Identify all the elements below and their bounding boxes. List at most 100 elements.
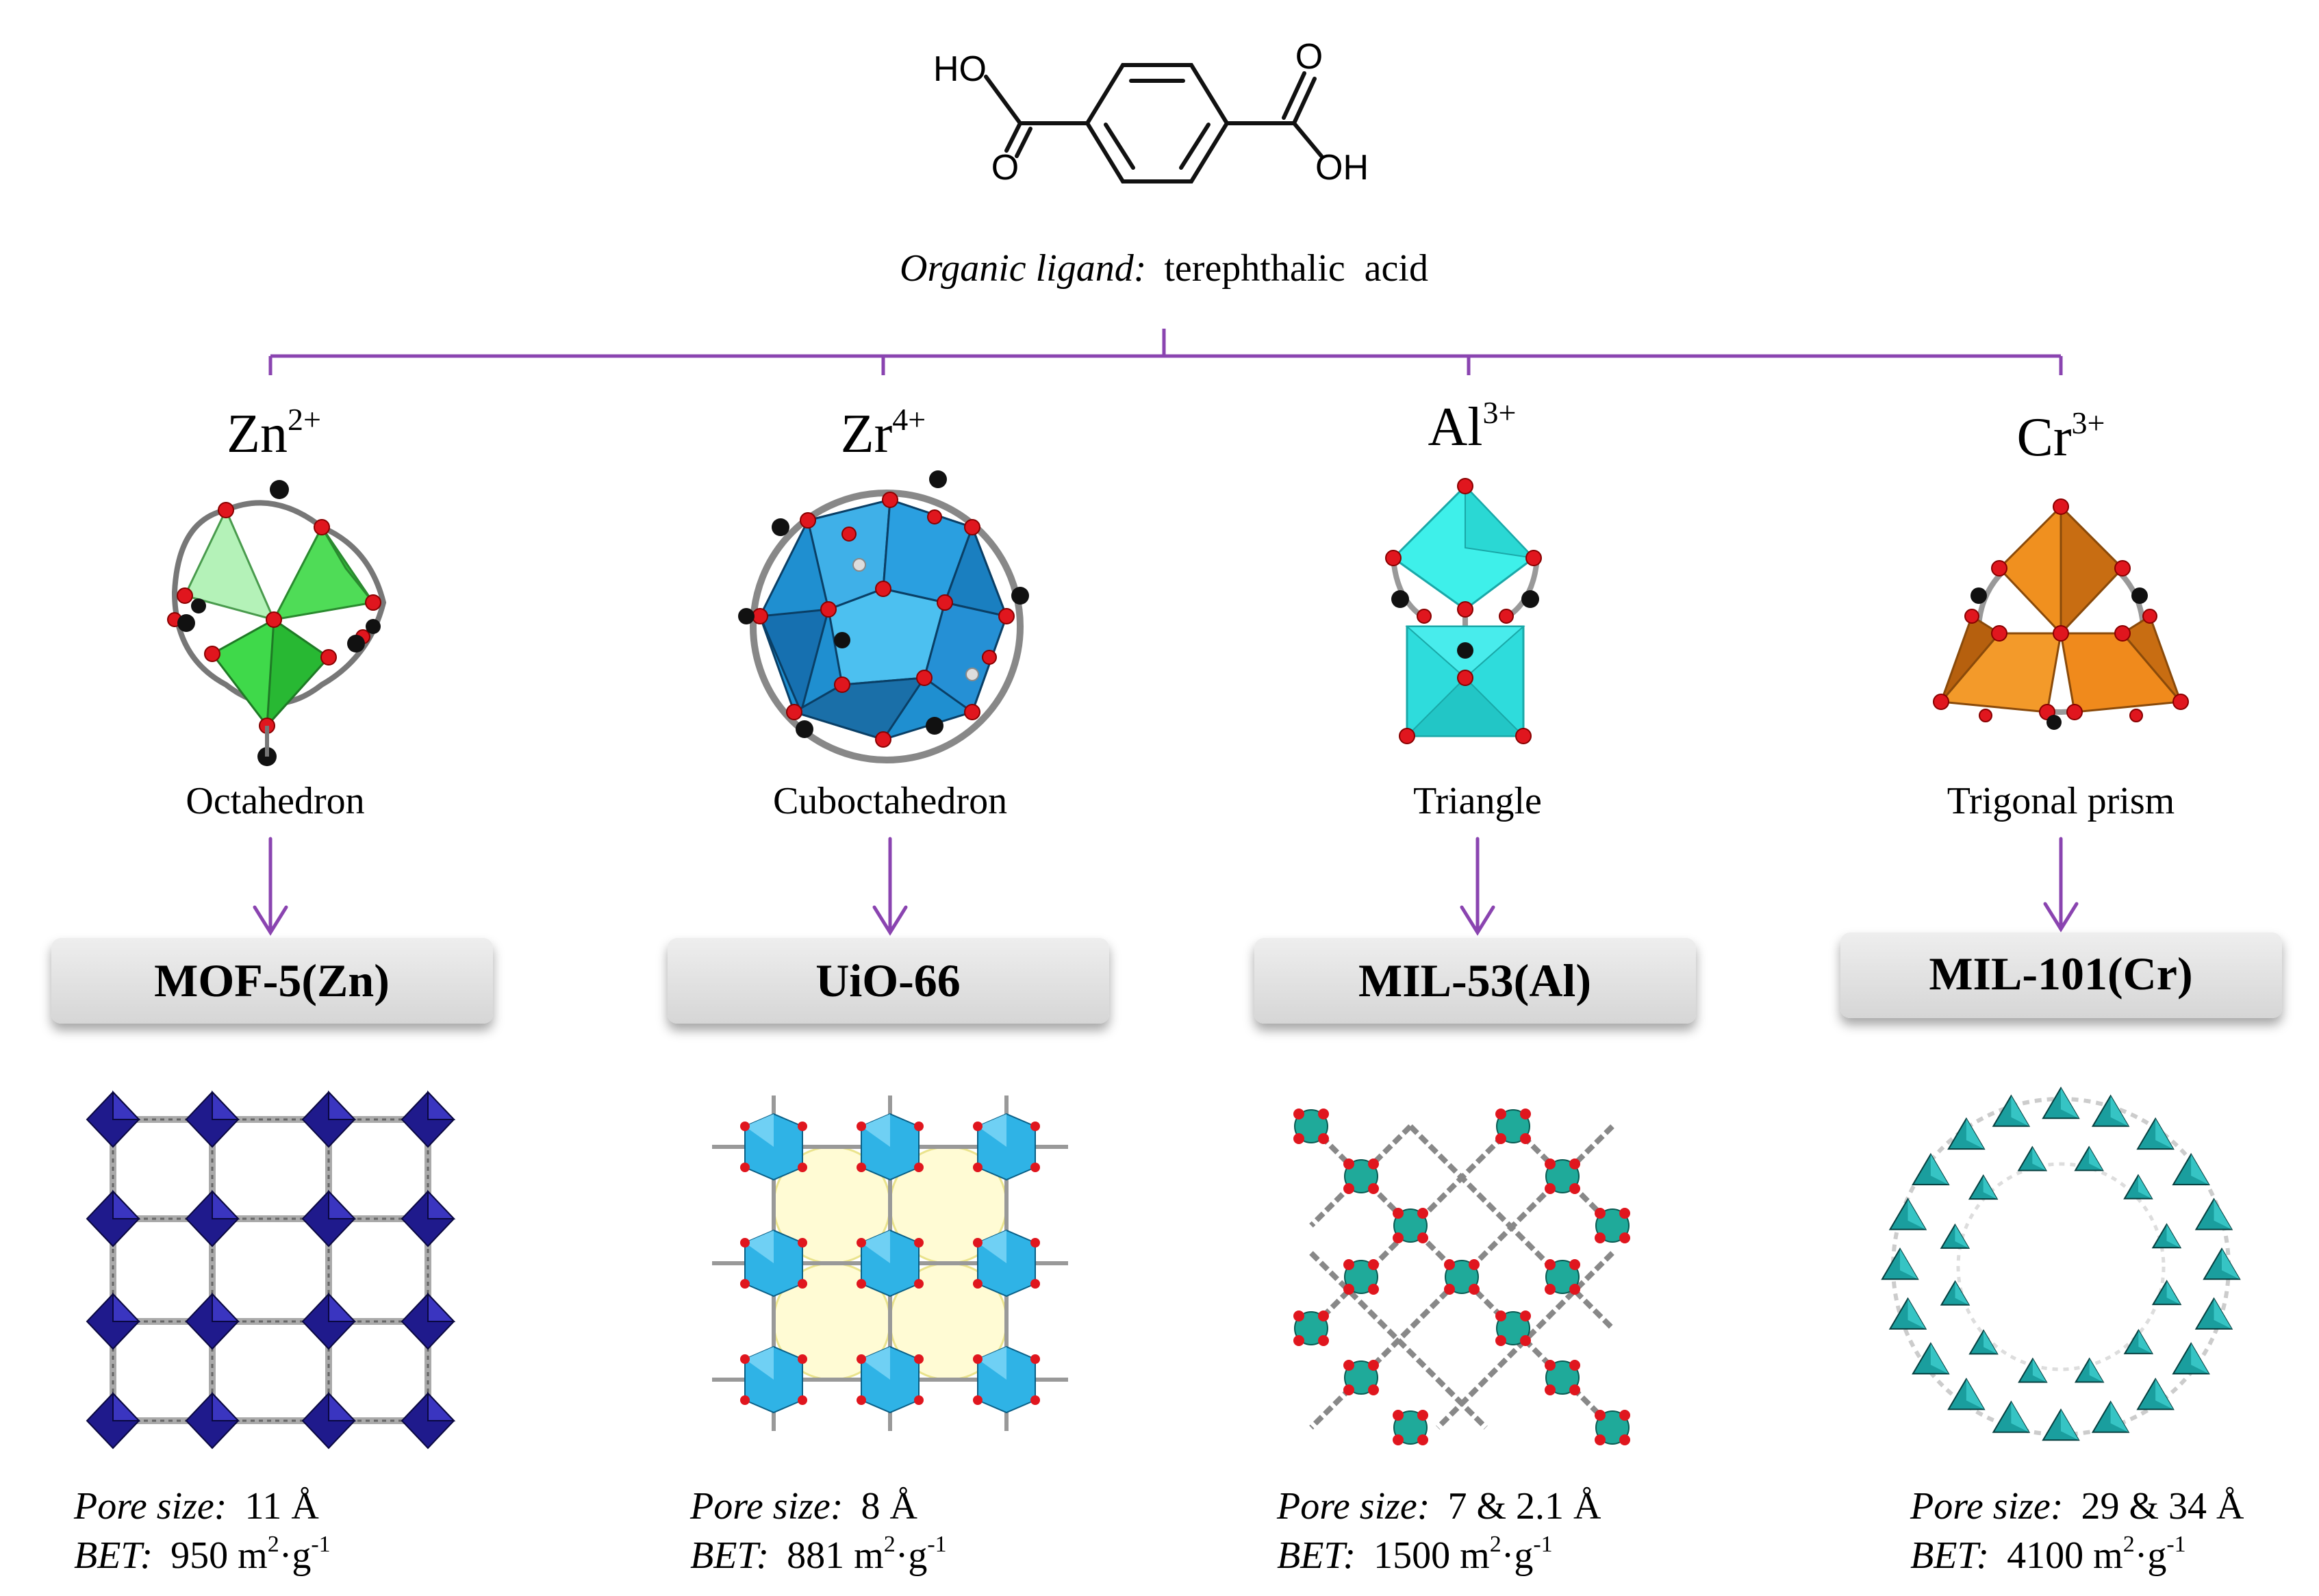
mof5-node-face [112, 1189, 141, 1219]
mil53-oxygen [1469, 1284, 1480, 1295]
uio66-oxygen [973, 1122, 983, 1131]
mil53-node [1393, 1208, 1428, 1243]
mof5-node-face [328, 1189, 357, 1219]
mil101-node-face [2166, 1281, 2181, 1305]
properties-mil101: Pore size: 29 & 34 Å BET: 4100 m2·g-1 [1910, 1485, 2244, 1577]
mil101-node-face [2011, 1095, 2029, 1126]
uio66-node-face [745, 1114, 774, 1147]
mil101-node-face [1900, 1249, 1918, 1280]
sbu-cuboctahedron-zr [738, 470, 1029, 763]
mil53-oxygen [1343, 1360, 1354, 1371]
mof5-node-face [212, 1391, 240, 1421]
uio66-oxygen [857, 1163, 866, 1172]
mil53-oxygen [1318, 1335, 1329, 1346]
mof5-node-face [427, 1391, 456, 1421]
mil53-oxygen [1569, 1360, 1580, 1371]
mil53-oxygen [1393, 1232, 1404, 1243]
sbu-trigonal-prism-cr [1933, 498, 2189, 730]
mil53-oxygen [1343, 1284, 1354, 1295]
mof5-node-face [427, 1189, 456, 1219]
uio66-oxygen [857, 1122, 866, 1131]
mil101-node-face [1955, 1281, 1969, 1305]
uio66-oxygen [1030, 1395, 1040, 1405]
uio66-oxygen [798, 1122, 807, 1131]
mil53-node [1344, 1159, 1378, 1193]
mil53-oxygen [1393, 1208, 1404, 1219]
mil53-oxygen [1520, 1310, 1531, 1321]
atom-oh-label: OH [1315, 148, 1369, 188]
uio66-oxygen [857, 1395, 866, 1405]
mof-box-mof5 [51, 938, 493, 1024]
mil53-oxygen [1318, 1310, 1329, 1321]
mil53-oxygen [1293, 1133, 1304, 1144]
mil53-node [1595, 1208, 1630, 1243]
uio66-oxygen [740, 1238, 750, 1247]
mil53-oxygen [1368, 1259, 1379, 1270]
uio66-oxygen [1030, 1163, 1040, 1172]
uio66-node-face [861, 1230, 890, 1263]
uio66-oxygen [740, 1395, 750, 1405]
mil101-node-face [2191, 1154, 2209, 1185]
mil53-node [1496, 1109, 1530, 1143]
metal-label-zn: Zn2+ [227, 402, 321, 464]
mof-name-mil101: MIL-101(Cr) [1929, 948, 2192, 1000]
mof5-node-face [328, 1292, 357, 1322]
uio66-oxygen [914, 1279, 924, 1289]
mil53-oxygen [1619, 1434, 1630, 1445]
mil53-node [1294, 1109, 1328, 1143]
mof-name-mof5: MOF-5(Zn) [154, 954, 390, 1006]
mof-box-uio66 [668, 938, 1109, 1024]
mil53-oxygen [1569, 1284, 1580, 1295]
mil53-oxygen [1469, 1259, 1480, 1270]
mil53-node [1545, 1260, 1580, 1294]
mil101-node-face [2061, 1410, 2079, 1441]
mil101-node-face [2214, 1298, 2232, 1329]
mil101-node-face [2089, 1358, 2103, 1382]
mil53-node [1445, 1260, 1479, 1294]
uio66-oxygen [973, 1395, 983, 1405]
uio66-oxygen [798, 1279, 807, 1289]
mil101-node-face [2032, 1358, 2046, 1382]
mil101-node-face [2110, 1095, 2129, 1126]
mil53-oxygen [1569, 1183, 1580, 1194]
uio66-oxygen [1030, 1238, 1040, 1247]
mil53-oxygen [1368, 1360, 1379, 1371]
metal-label-cr: Cr3+ [2017, 405, 2105, 468]
mil53-oxygen [1444, 1259, 1455, 1270]
uio66-node-face [745, 1230, 774, 1263]
uio66-oxygen [914, 1354, 924, 1364]
mof-box-mil101 [1840, 933, 2282, 1018]
uio66-oxygen [914, 1122, 924, 1131]
uio66-oxygen [740, 1122, 750, 1131]
mil53-oxygen [1569, 1259, 1580, 1270]
mil53-oxygen [1545, 1158, 1556, 1169]
mil53-node [1496, 1311, 1530, 1345]
mof5-node-face [427, 1292, 456, 1322]
pore-size-mil53: Pore size: 7 & 2.1 Å [1276, 1485, 1601, 1528]
mil101-node-face [1983, 1176, 1997, 1200]
mil53-oxygen [1595, 1208, 1606, 1219]
mil53-node [1294, 1311, 1328, 1345]
mil101-node-face [2110, 1402, 2129, 1432]
mil53-oxygen [1343, 1259, 1354, 1270]
mil101-node-face [2089, 1147, 2103, 1171]
mil53-node [1393, 1410, 1428, 1445]
mil53-oxygen [1417, 1410, 1428, 1421]
uio66-oxygen [1030, 1354, 1040, 1364]
mof5-node-face [212, 1189, 240, 1219]
mof5-node-face [212, 1292, 240, 1322]
uio66-oxygen [857, 1238, 866, 1247]
mil53-oxygen [1318, 1133, 1329, 1144]
bet-mil101: BET: 4100 m2·g-1 [1910, 1532, 2186, 1577]
mil101-node-face [1908, 1199, 1926, 1230]
uio66-oxygen [798, 1354, 807, 1364]
mof5-node-face [112, 1090, 141, 1120]
mil101-node-face [1955, 1224, 1969, 1248]
mof5-node-face [328, 1090, 357, 1120]
mil101-node-face [2155, 1379, 2174, 1410]
uio66-oxygen [973, 1238, 983, 1247]
uio66-node-face [861, 1347, 890, 1380]
mil53-oxygen [1417, 1208, 1428, 1219]
mil101-node-face [2166, 1224, 2181, 1248]
